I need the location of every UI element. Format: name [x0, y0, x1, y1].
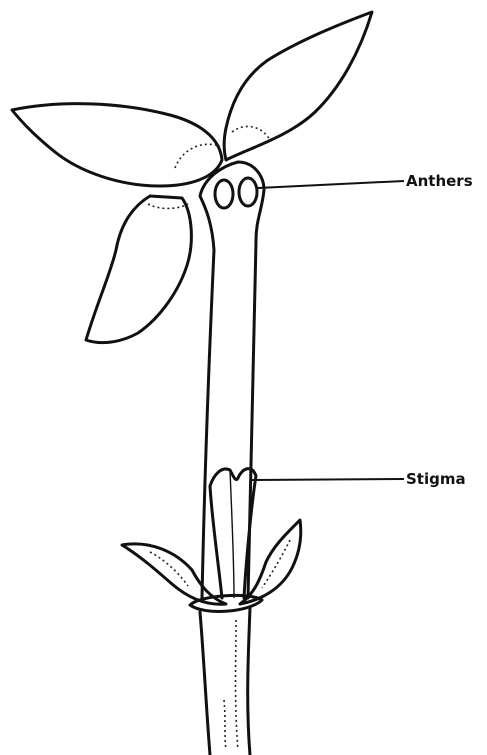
stem-texture — [236, 620, 239, 750]
petal-base-texture — [148, 204, 188, 209]
anther — [239, 178, 257, 206]
petal-base-texture — [175, 144, 220, 168]
petal-base-texture — [232, 126, 270, 140]
stem — [200, 612, 210, 755]
anthers-leader-line — [258, 181, 404, 188]
stigma-leader-line — [250, 479, 404, 480]
stigma-label: Stigma — [406, 470, 466, 488]
left-sepal — [122, 544, 226, 604]
stigma-inner — [230, 470, 234, 598]
stem-texture — [224, 700, 226, 750]
anther — [215, 180, 233, 208]
stem — [248, 608, 250, 755]
upper-petal — [224, 12, 372, 160]
left-petal — [12, 104, 222, 186]
anthers-label: Anthers — [406, 172, 473, 190]
lower-petal — [86, 196, 191, 343]
